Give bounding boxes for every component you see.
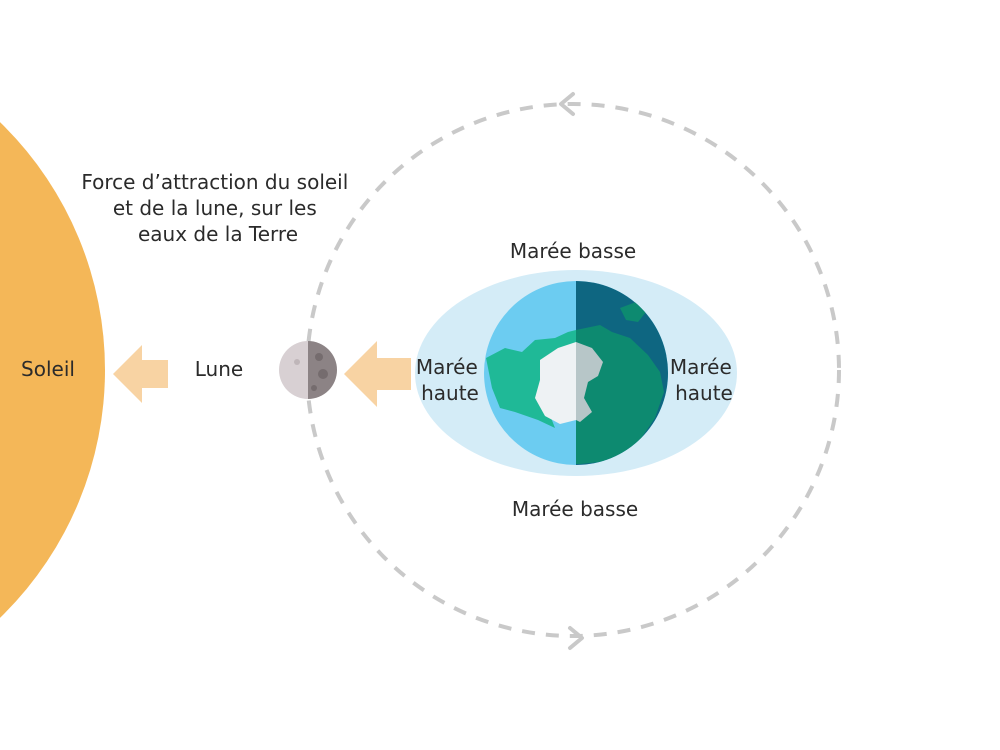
orbit-direction-arrow-icon xyxy=(559,92,575,116)
gravity-arrow-icon xyxy=(113,345,168,403)
moon-icon xyxy=(279,341,337,399)
sun-label: Soleil xyxy=(21,357,75,381)
orbit-direction-arrow-icon xyxy=(568,626,584,650)
high-tide-left-label: Marée haute xyxy=(416,355,484,405)
sun-icon xyxy=(0,122,105,618)
low-tide-top-label: Marée basse xyxy=(510,239,636,263)
attraction-caption: Force d’attraction du soleil et de la lu… xyxy=(81,170,354,246)
gravity-arrow-icon xyxy=(344,341,411,407)
high-tide-right-label: Marée haute xyxy=(670,355,738,405)
low-tide-bottom-label: Marée basse xyxy=(512,497,638,521)
moon-orbit xyxy=(305,102,841,638)
moon-label: Lune xyxy=(195,357,243,381)
